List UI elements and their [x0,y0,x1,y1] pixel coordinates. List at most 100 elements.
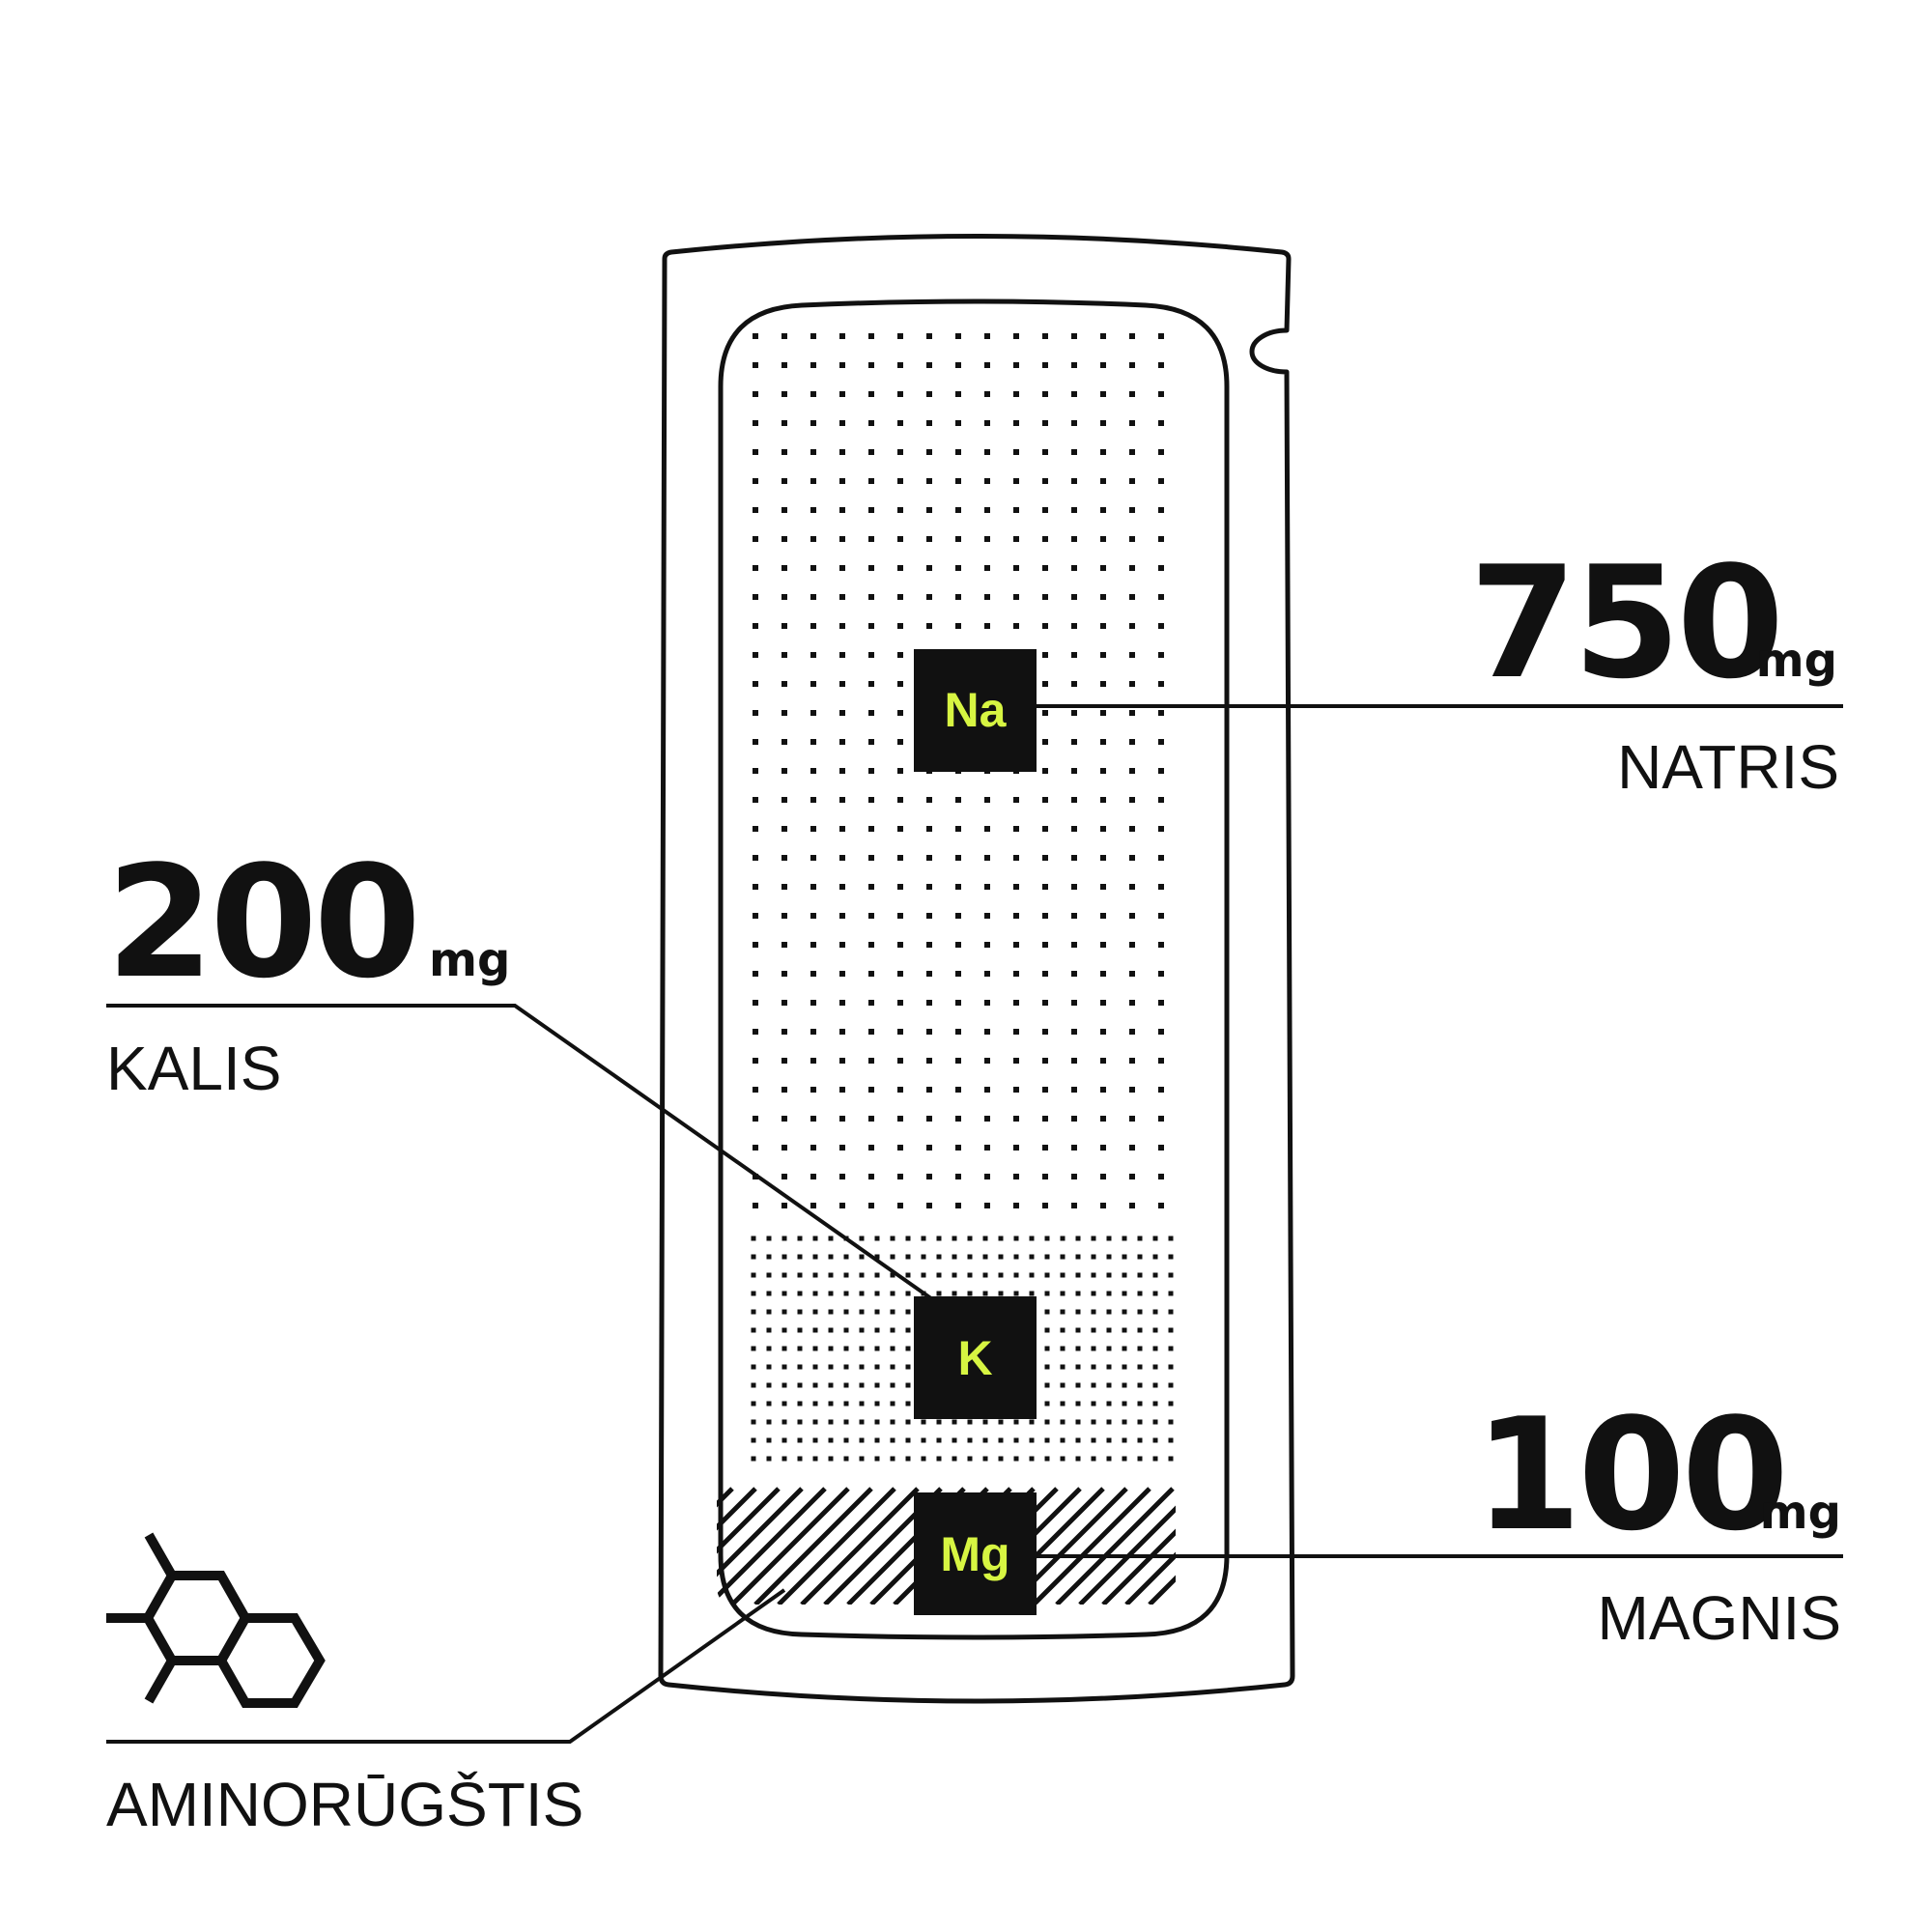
pattern-dot [868,739,874,745]
pattern-dot [1029,1272,1035,1278]
pattern-dot [984,797,990,803]
pattern-dot [998,1437,1004,1443]
pattern-dot [781,710,787,716]
pattern-dot [897,797,903,803]
pattern-dot [781,1364,787,1370]
pattern-dot [812,1236,818,1241]
pattern-dot [1042,1029,1048,1035]
pattern-dot [1106,1327,1112,1333]
pattern-dot [1184,1438,1189,1443]
pattern-dot [1100,710,1106,716]
pattern-dot [967,1456,973,1462]
pattern-dot [1100,1145,1106,1151]
pattern-dot [982,1254,988,1260]
pattern-dot [1122,1401,1127,1406]
pattern-dot [1042,884,1048,890]
pattern-dot [1168,1291,1174,1296]
pattern-dot [1013,1029,1019,1035]
pattern-dot [839,362,845,368]
pattern-dot [1137,1437,1143,1443]
pattern-dot [984,1203,990,1208]
pattern-dot [1042,1203,1048,1208]
pattern-dot [955,362,961,368]
pattern-dot [1152,1419,1158,1425]
pattern-dot [905,1327,911,1333]
pattern-dot [1091,1456,1096,1462]
pattern-dot [905,1456,911,1462]
pattern-dot [1042,1058,1048,1064]
pattern-dot [753,623,758,629]
pattern-dot [797,1419,803,1425]
pattern-dot [781,1327,787,1333]
pattern-dot [1187,1058,1193,1064]
pattern-dot [1100,797,1106,803]
pattern-dot [1075,1437,1081,1443]
pattern-dot [1137,1364,1143,1370]
pattern-dot [874,1254,880,1260]
pattern-dot [897,652,903,658]
pattern-dot [1158,652,1164,658]
pattern-dot [897,913,903,919]
pattern-dot [874,1291,880,1296]
pattern-dot [781,478,787,484]
pattern-dot [868,1203,874,1208]
pattern-dot [839,536,845,542]
pattern-dot [843,1364,849,1370]
pattern-dot [921,1456,926,1462]
pattern-dot [1013,565,1019,571]
pattern-dot [839,1145,845,1151]
pattern-dot [1013,1272,1019,1278]
pattern-dot [926,565,932,571]
pattern-dot [1071,594,1077,600]
pattern-dot [1100,1203,1106,1208]
pattern-dot [839,1029,845,1035]
pattern-dot [1013,1145,1019,1151]
pattern-dot [781,1116,787,1122]
pattern-dot [1075,1291,1081,1296]
pattern-dot [868,1116,874,1122]
pattern-dot [859,1401,865,1406]
pattern-dot [984,1116,990,1122]
pattern-dot [897,855,903,861]
pattern-dot [1137,1456,1143,1462]
pattern-dot [753,681,758,687]
pattern-dot [1137,1254,1143,1260]
pattern-dot [926,942,932,948]
pattern-dot [812,1456,818,1462]
pattern-dot [828,1401,834,1406]
pattern-dot [874,1382,880,1388]
pattern-dot [1158,623,1164,629]
pattern-dot [955,507,961,513]
pattern-dot [1013,623,1019,629]
pattern-dot [905,1291,911,1296]
pattern-dot [1100,971,1106,977]
pattern-dot [766,1327,772,1333]
pattern-dot [810,971,816,977]
pattern-dot [1042,652,1048,658]
pattern-dot [1044,1254,1050,1260]
pattern-dot [797,1291,803,1296]
pattern-dot [955,1087,961,1093]
pattern-dot [1187,594,1193,600]
pattern-hatch [1219,1489,1335,1605]
pattern-dot [797,1401,803,1406]
pattern-dot [1122,1437,1127,1443]
pattern-dot [1106,1346,1112,1351]
pattern-dot [955,594,961,600]
pattern-dot [1158,391,1164,397]
pattern-dot [905,1346,911,1351]
pattern-dot [868,565,874,571]
pattern-dot [1152,1437,1158,1443]
pattern-dot [1060,1401,1065,1406]
pattern-dot [1158,971,1164,977]
pattern-dot [1122,1382,1127,1388]
sachet-outline-icon [658,234,1295,1704]
pattern-hatch [1078,1487,1176,1605]
pattern-dot [1029,1291,1035,1296]
pattern-hatch [1242,1489,1358,1605]
pattern-dot [982,1272,988,1278]
pattern-dot [1152,1254,1158,1260]
pattern-dot [751,1236,756,1241]
pattern-dot [926,855,932,861]
pattern-dot [926,623,932,629]
